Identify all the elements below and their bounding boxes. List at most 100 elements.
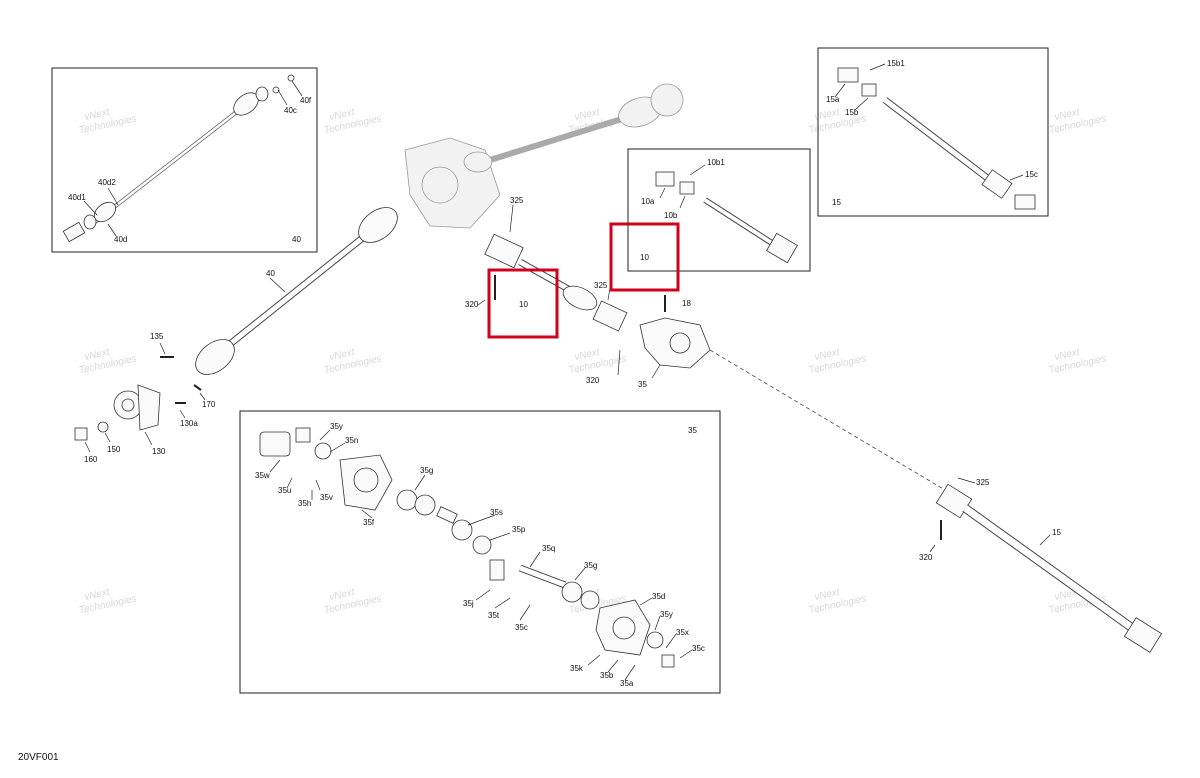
seal-35y xyxy=(314,442,332,460)
callout-15c: 15c xyxy=(1025,170,1038,179)
callout-35g: 35g xyxy=(420,466,433,475)
callout-320-a: 320 xyxy=(465,300,479,309)
callout-130a: 130a xyxy=(180,419,198,428)
bearing-35g xyxy=(396,489,418,511)
callout-35k: 35k xyxy=(570,664,584,673)
inset-prop-shaft-10: 10b1 10a 10b 10 xyxy=(627,148,811,272)
svg-text:vNext: vNext xyxy=(83,107,111,123)
u-joint-yoke xyxy=(484,233,524,269)
callout-35y: 35y xyxy=(330,422,343,431)
callout-35u: 35u xyxy=(278,486,291,495)
callout-35x: 35x xyxy=(676,628,689,637)
svg-text:vNext: vNext xyxy=(813,347,841,363)
callout-40c: 40c xyxy=(284,106,297,115)
callout-320-b: 320 xyxy=(586,376,600,385)
callout-35: 35 xyxy=(638,380,647,389)
callout-10a: 10a xyxy=(641,197,655,206)
callout-130: 130 xyxy=(152,447,166,456)
fork-35p xyxy=(489,559,505,581)
svg-text:vNext: vNext xyxy=(328,587,356,603)
callout-35h: 35h xyxy=(298,499,311,508)
callout-160: 160 xyxy=(84,455,98,464)
coupler-35s xyxy=(451,519,473,541)
callout-170: 170 xyxy=(202,400,216,409)
svg-text:vNext: vNext xyxy=(813,587,841,603)
svg-text:vNext: vNext xyxy=(1053,347,1081,363)
callout-40d1: 40d1 xyxy=(68,193,86,202)
callout-135: 135 xyxy=(150,332,164,341)
inset-frame xyxy=(817,47,1049,217)
callout-15b1: 15b1 xyxy=(887,59,905,68)
callout-150: 150 xyxy=(107,445,121,454)
diagram-code: 20VF001 xyxy=(18,752,59,763)
inset-frame xyxy=(239,410,721,694)
callout-35d: 35d xyxy=(652,592,665,601)
svg-text:vNext: vNext xyxy=(573,347,601,363)
callout-35y-2: 35y xyxy=(660,610,673,619)
highlight-box-inset-10[interactable] xyxy=(609,222,680,292)
callout-35a: 35a xyxy=(620,679,634,688)
yoke-10a xyxy=(655,171,675,187)
inset-frame xyxy=(627,148,811,272)
callout-15b: 15b xyxy=(845,108,859,117)
callout-35j: 35j xyxy=(463,599,474,608)
washer xyxy=(97,421,109,433)
highlight-box-front-prop-shaft[interactable] xyxy=(487,268,559,339)
svg-text:vNext: vNext xyxy=(573,107,601,123)
sensor-35x xyxy=(661,654,675,668)
inset-yoke-15 xyxy=(981,169,1013,199)
inset-end-yoke-15 xyxy=(1014,194,1036,210)
callout-18: 18 xyxy=(682,299,691,308)
inset-label-15: 15 xyxy=(832,198,841,207)
axle-boot-outer xyxy=(195,339,235,375)
yoke-15a xyxy=(837,67,859,83)
inset-front-differential-35: 35 xyxy=(239,410,721,694)
circlip xyxy=(287,74,295,82)
callout-35c-2: 35c xyxy=(692,644,705,653)
callout-35v: 35v xyxy=(320,493,333,502)
inset-prop-shaft-15: 15b1 15a 15b 15c 15 xyxy=(817,47,1049,217)
main-assembly: 40 135 170 130a 160 150 130 325 320 xyxy=(74,83,1163,653)
callout-40f: 40f xyxy=(300,96,312,105)
svg-text:vNext: vNext xyxy=(328,347,356,363)
callout-15a: 15a xyxy=(826,95,840,104)
front-u-joint xyxy=(1123,617,1163,653)
inset-yoke-end xyxy=(766,232,798,264)
prop-shaft-boot xyxy=(562,285,598,311)
callout-10: 10 xyxy=(519,300,528,309)
actuator-motor xyxy=(259,431,291,457)
callout-35p: 35p xyxy=(512,525,526,534)
callout-325-b: 325 xyxy=(594,281,608,290)
callout-10b1: 10b1 xyxy=(707,158,725,167)
callout-40d: 40d xyxy=(114,235,127,244)
inset-label-10: 10 xyxy=(640,253,649,262)
callout-35g-2: 35g xyxy=(584,561,597,570)
callout-10b: 10b xyxy=(664,211,678,220)
svg-text:vNext: vNext xyxy=(83,347,111,363)
shaft-centerline xyxy=(709,349,946,491)
callout-35w: 35w xyxy=(255,471,270,480)
callout-15: 15 xyxy=(1052,528,1061,537)
inset-label-40: 40 xyxy=(292,235,301,244)
callout-40: 40 xyxy=(266,269,275,278)
wheel-nut xyxy=(74,427,88,441)
callout-40d2: 40d2 xyxy=(98,178,116,187)
svg-text:vNext: vNext xyxy=(813,107,841,123)
gearbox-flange xyxy=(421,166,459,204)
callout-35f: 35f xyxy=(363,518,375,527)
callout-35c: 35c xyxy=(515,623,528,632)
callout-35t: 35t xyxy=(488,611,500,620)
rear-prop-shaft xyxy=(489,115,626,163)
